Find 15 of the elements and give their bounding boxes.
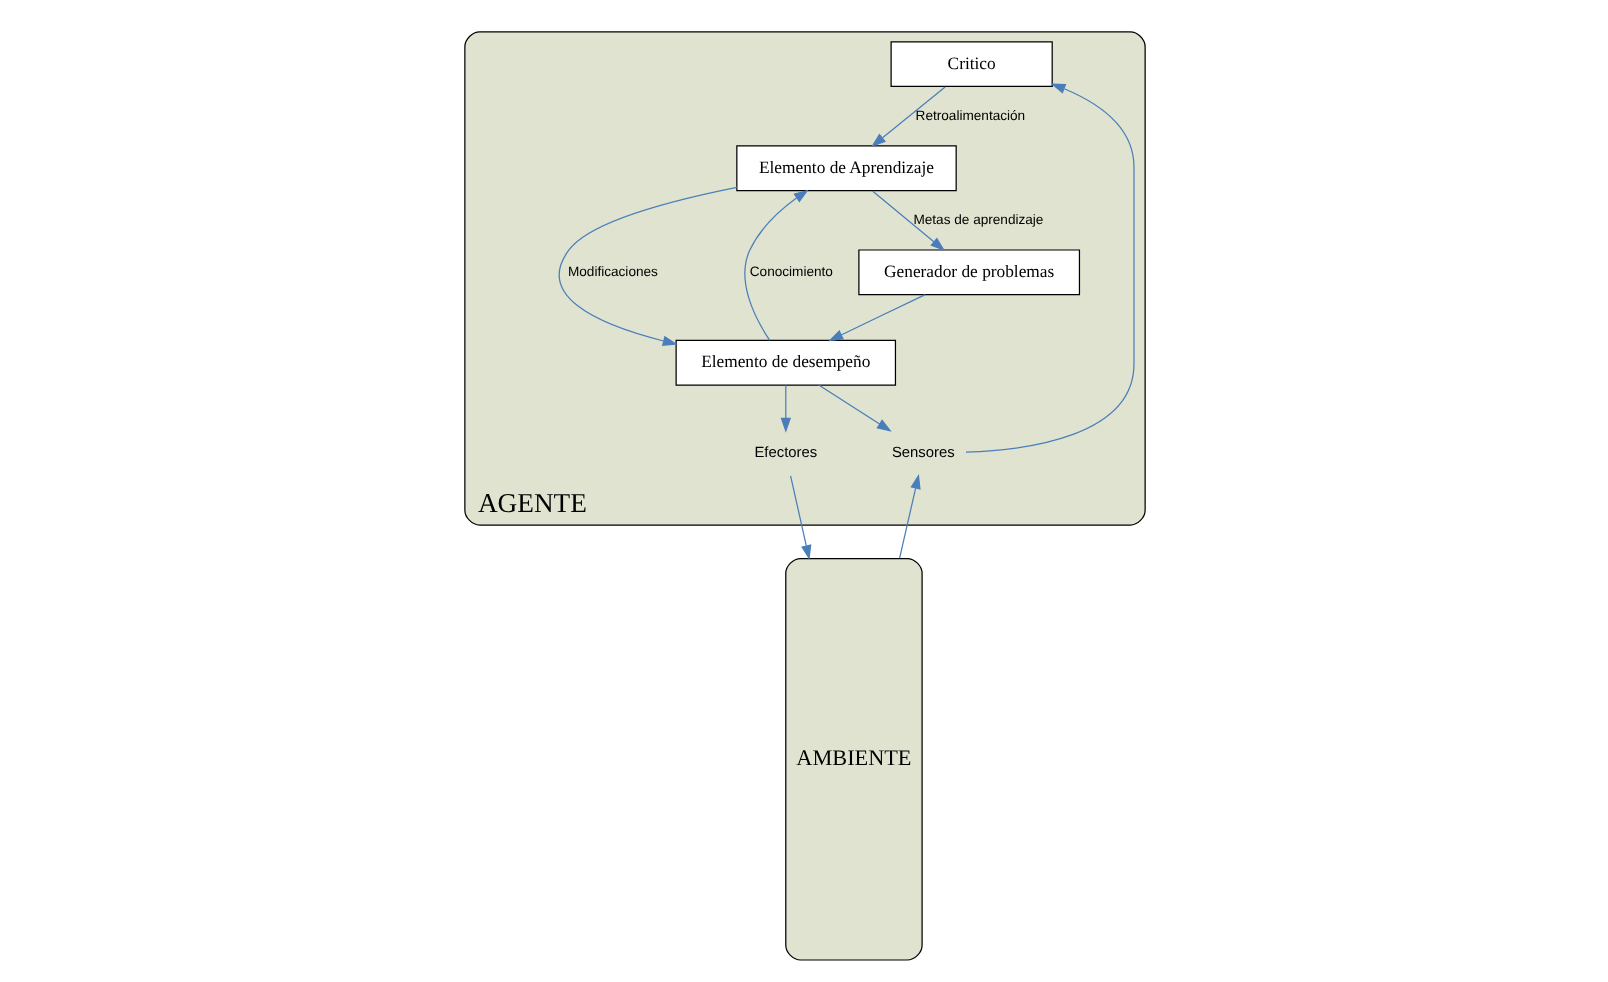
arrow [557,186,737,346]
arrow [870,190,945,252]
node-box: Critico [889,41,1052,88]
node-box: Elemento de Aprendizaje [735,145,956,192]
node-box: Elemento de desempeño [674,339,896,386]
arrow [870,86,945,147]
arrow [788,475,811,561]
arrow [827,294,925,342]
arrow [817,384,891,432]
arrow [964,83,1134,453]
arrow [779,384,790,433]
node-box: Generador de problemas [857,249,1080,296]
node-box: AMBIENTE [784,557,922,961]
arrow [898,473,920,559]
arrow [743,189,808,341]
